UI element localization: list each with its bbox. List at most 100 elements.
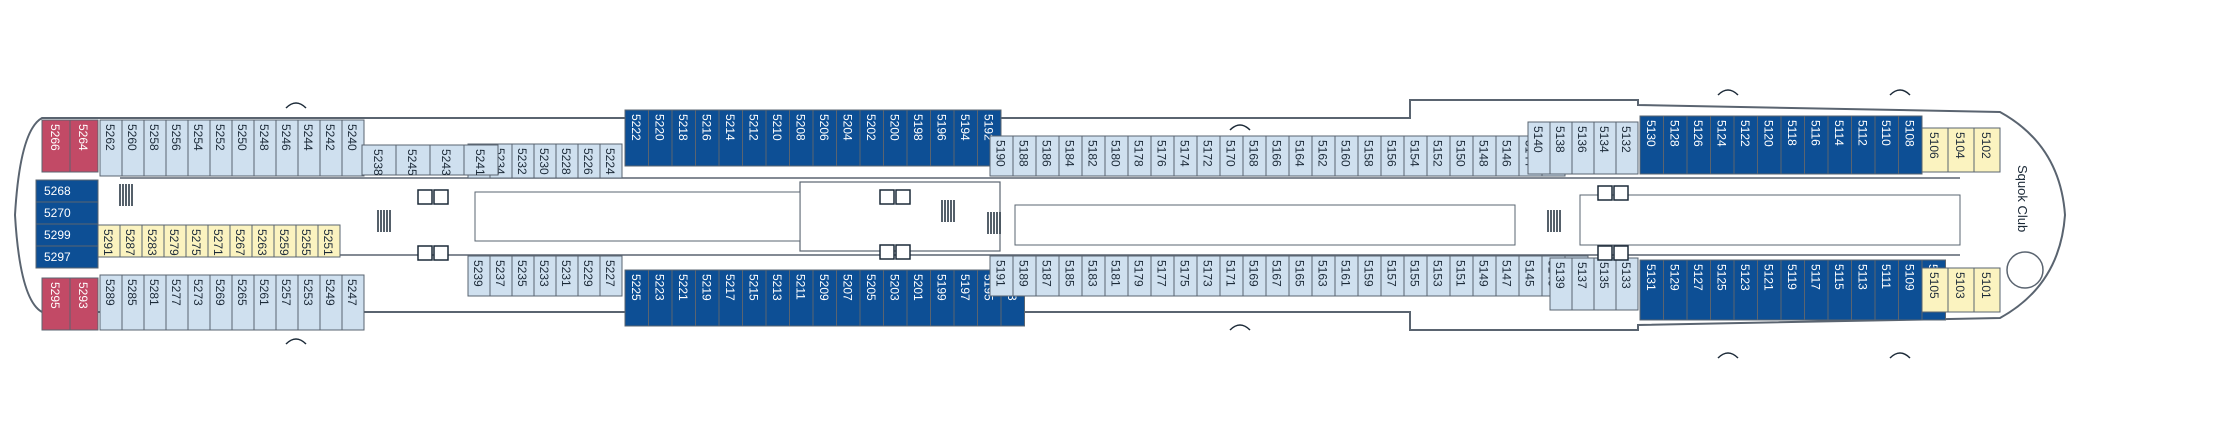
cabin-5178[interactable]: 5178 [1127,135,1152,177]
cabin-5259[interactable]: 5259 [273,224,297,258]
cabin-5229[interactable]: 5229 [577,255,601,297]
cabin-5127[interactable]: 5127 [1686,259,1711,321]
cabin-5110[interactable]: 5110 [1874,115,1899,175]
cabin-5263[interactable]: 5263 [251,224,275,258]
cabin-5191[interactable]: 5191 [989,255,1014,297]
cabin-5223[interactable]: 5223 [648,269,673,327]
cabin-5262[interactable]: 5262 [99,119,123,177]
cabin-5105[interactable]: 5105 [1921,267,1949,313]
cabin-5220[interactable]: 5220 [648,109,673,167]
cabin-5124[interactable]: 5124 [1710,115,1735,175]
cabin-5201[interactable]: 5201 [906,269,931,327]
cabin-5189[interactable]: 5189 [1012,255,1037,297]
cabin-5210[interactable]: 5210 [765,109,790,167]
cabin-5269[interactable]: 5269 [209,274,233,331]
cabin-5140[interactable]: 5140 [1527,121,1551,175]
cabin-5165[interactable]: 5165 [1288,255,1313,297]
cabin-5243[interactable]: 5243 [429,144,465,176]
cabin-5237[interactable]: 5237 [489,255,513,297]
cabin-5289[interactable]: 5289 [99,274,123,331]
cabin-5203[interactable]: 5203 [883,269,908,327]
cabin-5166[interactable]: 5166 [1265,135,1290,177]
cabin-5180[interactable]: 5180 [1104,135,1129,177]
cabin-5176[interactable]: 5176 [1150,135,1175,177]
cabin-5162[interactable]: 5162 [1311,135,1336,177]
cabin-5157[interactable]: 5157 [1380,255,1405,297]
cabin-5270[interactable]: 5270 [35,201,99,225]
cabin-5179[interactable]: 5179 [1127,255,1152,297]
cabin-5148[interactable]: 5148 [1472,135,1497,177]
cabin-5156[interactable]: 5156 [1380,135,1405,177]
cabin-5119[interactable]: 5119 [1780,259,1805,321]
cabin-5170[interactable]: 5170 [1219,135,1244,177]
cabin-5198[interactable]: 5198 [906,109,931,167]
cabin-5279[interactable]: 5279 [163,224,187,258]
cabin-5266[interactable]: 5266 [41,119,71,173]
cabin-5150[interactable]: 5150 [1449,135,1474,177]
cabin-5132[interactable]: 5132 [1615,121,1639,175]
cabin-5172[interactable]: 5172 [1196,135,1221,177]
cabin-5121[interactable]: 5121 [1757,259,1782,321]
cabin-5167[interactable]: 5167 [1265,255,1290,297]
cabin-5130[interactable]: 5130 [1639,115,1664,175]
cabin-5261[interactable]: 5261 [253,274,277,331]
cabin-5186[interactable]: 5186 [1035,135,1060,177]
cabin-5159[interactable]: 5159 [1357,255,1382,297]
cabin-5235[interactable]: 5235 [511,255,535,297]
cabin-5200[interactable]: 5200 [883,109,908,167]
cabin-5113[interactable]: 5113 [1851,259,1876,321]
cabin-5247[interactable]: 5247 [341,274,365,331]
cabin-5275[interactable]: 5275 [185,224,209,258]
cabin-5147[interactable]: 5147 [1495,255,1520,297]
cabin-5125[interactable]: 5125 [1710,259,1735,321]
cabin-5116[interactable]: 5116 [1804,115,1829,175]
cabin-5174[interactable]: 5174 [1173,135,1198,177]
cabin-5114[interactable]: 5114 [1827,115,1852,175]
cabin-5257[interactable]: 5257 [275,274,299,331]
cabin-5122[interactable]: 5122 [1733,115,1758,175]
cabin-5287[interactable]: 5287 [119,224,143,258]
cabin-5173[interactable]: 5173 [1196,255,1221,297]
cabin-5171[interactable]: 5171 [1219,255,1244,297]
cabin-5106[interactable]: 5106 [1921,127,1949,173]
cabin-5206[interactable]: 5206 [812,109,837,167]
cabin-5196[interactable]: 5196 [930,109,955,167]
cabin-5133[interactable]: 5133 [1615,257,1639,311]
cabin-5233[interactable]: 5233 [533,255,557,297]
cabin-5215[interactable]: 5215 [742,269,767,327]
cabin-5242[interactable]: 5242 [319,119,343,177]
cabin-5101[interactable]: 5101 [1973,267,2001,313]
cabin-5246[interactable]: 5246 [275,119,299,177]
cabin-5149[interactable]: 5149 [1472,255,1497,297]
cabin-5205[interactable]: 5205 [859,269,884,327]
cabin-5207[interactable]: 5207 [836,269,861,327]
cabin-5273[interactable]: 5273 [187,274,211,331]
cabin-5253[interactable]: 5253 [297,274,321,331]
cabin-5218[interactable]: 5218 [671,109,696,167]
cabin-5216[interactable]: 5216 [695,109,720,167]
cabin-5224[interactable]: 5224 [599,143,623,179]
cabin-5231[interactable]: 5231 [555,255,579,297]
cabin-5145[interactable]: 5145 [1518,255,1543,297]
cabin-5244[interactable]: 5244 [297,119,321,177]
cabin-5126[interactable]: 5126 [1686,115,1711,175]
cabin-5109[interactable]: 5109 [1898,259,1923,321]
cabin-5151[interactable]: 5151 [1449,255,1474,297]
cabin-5297[interactable]: 5297 [35,245,99,269]
cabin-5291[interactable]: 5291 [97,224,121,258]
cabin-5115[interactable]: 5115 [1827,259,1852,321]
cabin-5197[interactable]: 5197 [953,269,978,327]
cabin-5164[interactable]: 5164 [1288,135,1313,177]
cabin-5225[interactable]: 5225 [624,269,649,327]
cabin-5139[interactable]: 5139 [1549,257,1573,311]
cabin-5255[interactable]: 5255 [295,224,319,258]
cabin-5283[interactable]: 5283 [141,224,165,258]
cabin-5153[interactable]: 5153 [1426,255,1451,297]
cabin-5245[interactable]: 5245 [395,144,431,176]
cabin-5299[interactable]: 5299 [35,223,99,247]
cabin-5111[interactable]: 5111 [1874,259,1899,321]
cabin-5134[interactable]: 5134 [1593,121,1617,175]
cabin-5268[interactable]: 5268 [35,179,99,203]
cabin-5230[interactable]: 5230 [533,143,557,179]
cabin-5249[interactable]: 5249 [319,274,343,331]
